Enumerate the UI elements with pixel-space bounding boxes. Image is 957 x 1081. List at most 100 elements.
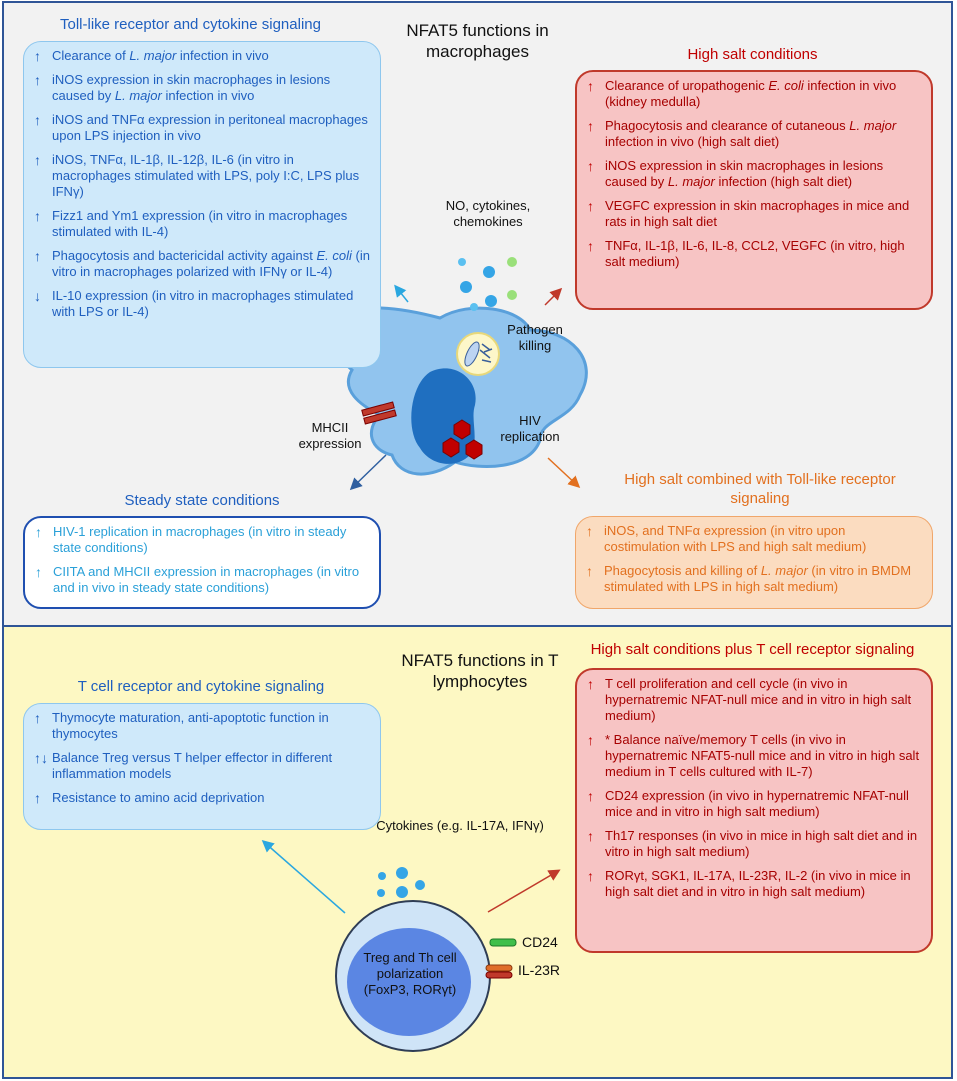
- arrow-icon: ↓: [34, 288, 41, 304]
- list-item: ↑ T cell proliferation and cell cycle (in…: [587, 676, 921, 724]
- list-item: ↑ Resistance to amino acid deprivation: [34, 790, 370, 806]
- secreted-label: NO, cytokines, chemokines: [445, 198, 531, 229]
- salt-tcr-heading: High salt conditions plus T cell recepto…: [590, 641, 915, 658]
- nucleus-label: Treg and Th cell polarization (FoxP3, RO…: [363, 950, 457, 997]
- arrow-icon: ↑: [34, 72, 41, 88]
- hiv-particle: [453, 419, 471, 440]
- item-text: Thymocyte maturation, anti-apoptotic fun…: [52, 710, 329, 741]
- arrow-to-tlr: [394, 284, 409, 303]
- list-item: ↑ Clearance of uropathogenic E. coli infe…: [587, 78, 921, 110]
- item-text: iNOS expression in skin macrophages in l…: [52, 72, 331, 103]
- item-text: iNOS expression in skin macrophages in l…: [605, 158, 884, 189]
- list-item: ↓ IL-10 expression (in vitro in macrophag…: [34, 288, 370, 320]
- arrow-to-steady: [349, 454, 387, 491]
- arrow-icon: ↑: [587, 198, 594, 214]
- item-species: E. coli: [768, 78, 804, 93]
- arrow-icon: ↑: [34, 248, 41, 264]
- tlr-heading: Toll-like receptor and cytokine signalin…: [60, 16, 321, 33]
- cd24-receptor: [489, 938, 517, 947]
- item-text: Clearance of: [52, 48, 130, 63]
- arrow-icon: ↑: [587, 78, 594, 94]
- arrow-icon: ↑: [35, 524, 42, 540]
- item-text: IL-10 expression (in vitro in macrophage…: [52, 288, 354, 319]
- il23r-receptor: [485, 964, 513, 979]
- pathogen-label: Pathogen killing: [507, 322, 563, 353]
- list-item: ↑iNOS, and TNFα expression (in vitro upo…: [586, 523, 922, 555]
- cd24-label: CD24: [522, 934, 558, 950]
- phagosome: [456, 332, 500, 376]
- arrow-icon: ↑: [587, 732, 594, 748]
- list-item: ↑↓Balance Treg versus T helper effector …: [34, 750, 370, 782]
- item-text: iNOS, TNFα, IL-1β, IL-12β, IL-6 (in vitr…: [52, 152, 360, 199]
- item-text: CIITA and MHCII expression in macrophage…: [53, 564, 360, 595]
- mhcii-receptor: [361, 401, 397, 425]
- item-text: Phagocytosis and bactericidal activity a…: [52, 248, 317, 263]
- item-text: Clearance of uropathogenic: [605, 78, 769, 93]
- mhc-label: MHCII expression: [298, 420, 362, 451]
- list-item: ↑ VEGFC expression in skin macrophages in…: [587, 198, 921, 230]
- item-text: VEGFC expression in skin macrophages in …: [605, 198, 910, 229]
- arrow-icon: ↑: [34, 112, 41, 128]
- cytokines-label: Cytokines (e.g. IL-17A, IFNγ): [376, 818, 544, 833]
- item-text: Th17 responses (in vivo in mice in high …: [605, 828, 918, 859]
- arrow-icon: ↑: [35, 564, 42, 580]
- arrow-icon: ↑: [587, 158, 594, 174]
- item-text: iNOS, and TNFα expression (in vitro upon…: [604, 523, 867, 554]
- item-text: T cell proliferation and cell cycle (in …: [605, 676, 912, 723]
- salt-tlr-heading: High salt combined with Toll-like recept…: [624, 471, 896, 507]
- arrow-icon: ↑: [34, 48, 41, 64]
- item-text: TNFα, IL-1β, IL-6, IL-8, CCL2, VEGFC (in…: [605, 238, 905, 269]
- item-species: L. major: [849, 118, 897, 133]
- list-item: ↑ Thymocyte maturation, anti-apoptotic fu…: [34, 710, 370, 742]
- list-item: ↑Phagocytosis and killing of L. major (i…: [586, 563, 922, 595]
- arrow-icon: ↑↓: [34, 750, 48, 766]
- salt-tcr-box: ↑ T cell proliferation and cell cycle (in…: [575, 668, 933, 953]
- macrophage-title: NFAT5 functions in macrophages: [406, 21, 549, 61]
- list-item: ↑* Balance naïve/memory T cells (in vivo…: [587, 732, 921, 780]
- list-item: ↑ iNOS expression in skin macrophages in …: [587, 158, 921, 190]
- arrow-icon: ↑: [587, 868, 594, 884]
- hiv-particle: [465, 439, 483, 460]
- item-suffix: (in vitro in BMDM stimulated with LPS in…: [604, 563, 912, 594]
- item-text: Phagocytosis and clearance of cutaneous: [605, 118, 850, 133]
- arrow-icon: ↑: [587, 788, 594, 804]
- list-item: ↑ HIV-1 replication in macrophages (in vi…: [35, 524, 369, 556]
- list-item: ↑Clearance of L. major infection in vivo: [34, 48, 370, 64]
- arrow-to-salt-tcr: [487, 869, 561, 913]
- item-species: L. major: [114, 88, 162, 103]
- arrow-icon: ↑: [587, 676, 594, 692]
- arrow-to-salt-tlr: [547, 457, 581, 489]
- item-text: Balance Treg versus T helper effector in…: [52, 750, 333, 781]
- item-species: L. major: [129, 48, 177, 63]
- arrow-icon: ↑: [34, 790, 41, 806]
- list-item: ↑ iNOS expression in skin macrophages in …: [34, 72, 370, 104]
- item-text: CD24 expression (in vivo in hypernatremi…: [605, 788, 909, 819]
- high-salt-heading: High salt conditions: [687, 46, 818, 63]
- item-text: Fizz1 and Ym1 expression (in vitro in ma…: [52, 208, 348, 239]
- arrow-icon: ↑: [34, 710, 41, 726]
- tcr-box: ↑ Thymocyte maturation, anti-apoptotic fu…: [23, 703, 381, 830]
- list-item: ↑ CD24 expression (in vivo in hypernatrem…: [587, 788, 921, 820]
- arrow-icon: ↑: [34, 208, 41, 224]
- item-suffix: infection in vivo: [161, 88, 255, 103]
- item-text: Phagocytosis and killing of: [604, 563, 761, 578]
- item-text: iNOS and TNFα expression in peritoneal m…: [52, 112, 368, 143]
- arrow-icon: ↑: [587, 118, 594, 134]
- item-species: L. major: [760, 563, 808, 578]
- t-cell-nucleus: [347, 928, 471, 1036]
- high-salt-box: ↑ Clearance of uropathogenic E. coli infe…: [575, 70, 933, 310]
- list-item: ↑ Th17 responses (in vivo in mice in high…: [587, 828, 921, 860]
- item-text: HIV-1 replication in macrophages (in vit…: [53, 524, 347, 555]
- list-item: ↑TNFα, IL-1β, IL-6, IL-8, CCL2, VEGFC (i…: [587, 238, 921, 270]
- item-suffix: infection in vivo (high salt diet): [605, 134, 780, 149]
- item-text: RORγt, SGK1, IL-17A, IL-23R, IL-2 (in vi…: [605, 868, 911, 899]
- steady-box: ↑ HIV-1 replication in macrophages (in vi…: [23, 516, 381, 609]
- macrophage-nucleus: [411, 368, 476, 464]
- tcr-heading: T cell receptor and cytokine signaling: [77, 678, 325, 695]
- item-suffix: infection in vivo (kidney medulla): [605, 78, 897, 109]
- list-item: ↑ Phagocytosis and bactericidal activity …: [34, 248, 370, 280]
- item-text: Resistance to amino acid deprivation: [52, 790, 265, 805]
- arrow-icon: ↑: [587, 828, 594, 844]
- cytokine-molecules: [377, 867, 425, 898]
